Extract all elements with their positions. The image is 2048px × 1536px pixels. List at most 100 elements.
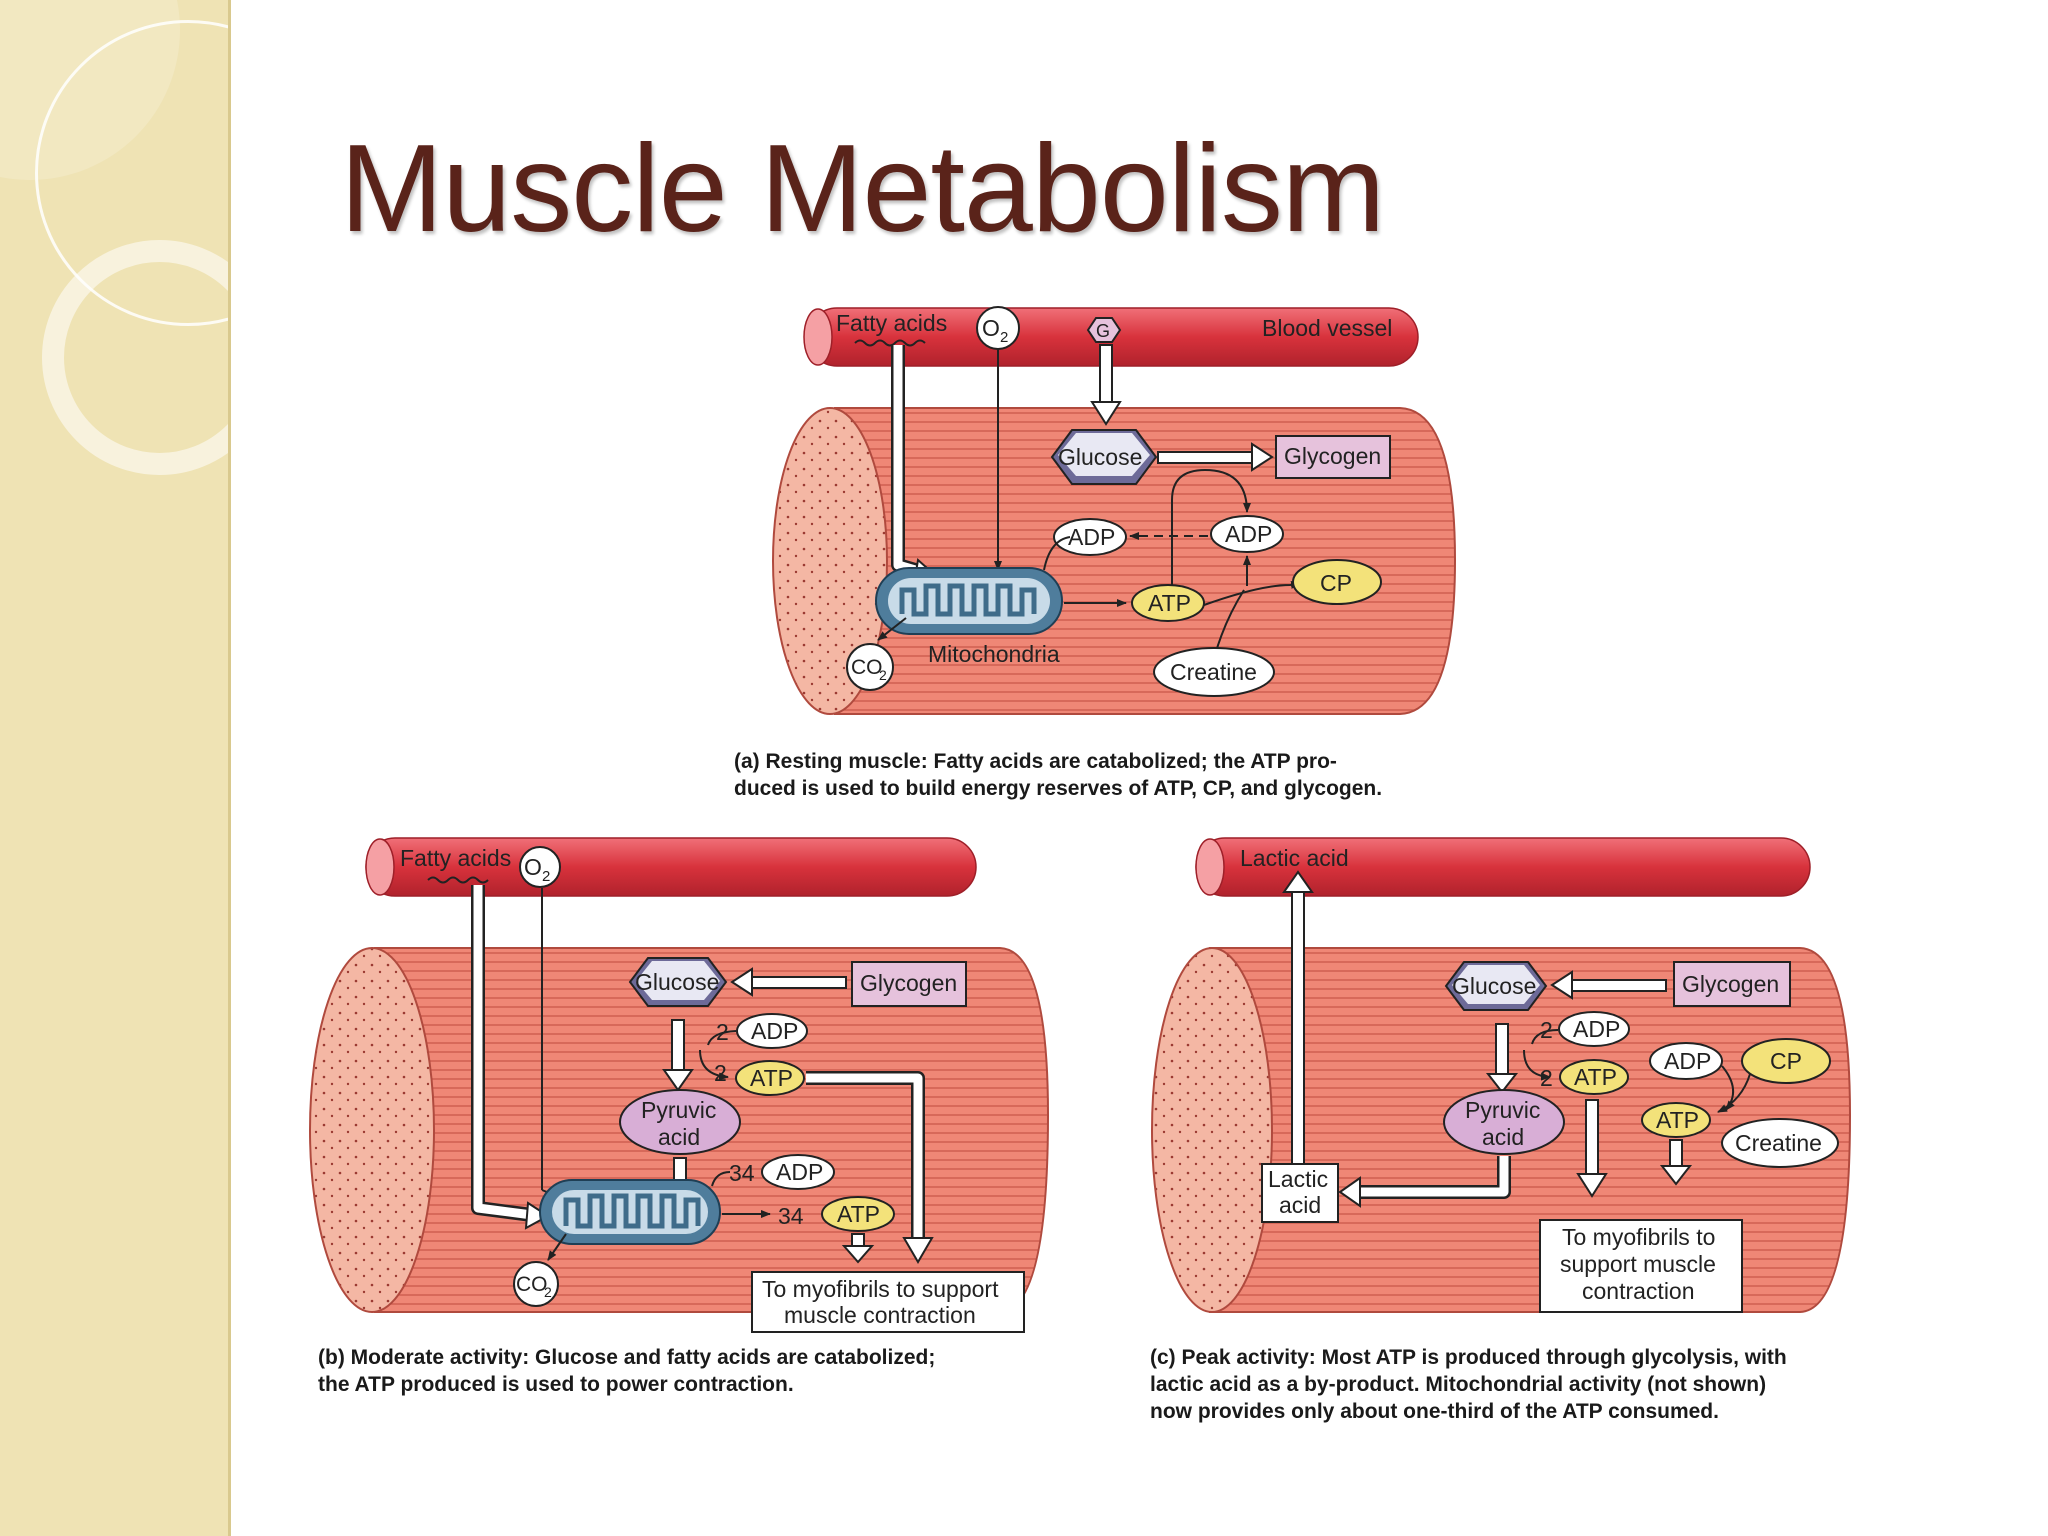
svg-text:ADP: ADP (751, 1018, 798, 1044)
o2-badge: O 2 (519, 846, 561, 888)
atp-node: ATP (1559, 1059, 1629, 1095)
svg-text:Glycogen: Glycogen (860, 970, 957, 996)
caption-b-line1: (b) Moderate activity: Glucose and fatty… (318, 1346, 935, 1369)
mitochondria-label: Mitochondria (928, 641, 1060, 667)
svg-text:To myofibrils to: To myofibrils to (1562, 1224, 1715, 1250)
svg-text:O: O (524, 854, 542, 880)
glucose-intake-arrow (1090, 344, 1122, 426)
svg-text:Glycogen: Glycogen (1284, 443, 1381, 469)
svg-text:ATP: ATP (1574, 1064, 1617, 1090)
svg-text:Glucose: Glucose (635, 969, 719, 995)
adp-count-34: 34 (729, 1160, 755, 1186)
svg-text:Glucose: Glucose (1452, 973, 1536, 999)
adp-node: ADP (1558, 1011, 1630, 1047)
caption-b-line2: the ATP produced is used to power contra… (318, 1373, 794, 1396)
glycogen-to-glucose-arrow (1550, 970, 1667, 1000)
svg-text:Lactic: Lactic (1268, 1166, 1328, 1192)
panel-b-moderate: Fatty acids O 2 Glucose (309, 837, 1050, 1396)
caption-c-line2: lactic acid as a by-product. Mitochondri… (1150, 1373, 1766, 1396)
blood-vessel-label: Blood vessel (1262, 315, 1392, 341)
g-hexagon: G (1086, 317, 1122, 343)
lactic-acid-label: Lactic acid (1240, 845, 1349, 871)
adp-count: 2 (1540, 1017, 1553, 1043)
co2-badge: CO 2 (513, 1261, 559, 1307)
atp-node: ATP (1131, 584, 1205, 622)
atp-node-right: ATP (1641, 1102, 1711, 1138)
glucose-to-glycogen-arrow (1157, 442, 1274, 472)
svg-text:O: O (982, 315, 1000, 341)
svg-text:acid: acid (1279, 1192, 1321, 1218)
svg-text:2: 2 (879, 667, 887, 683)
adp-node: ADP (736, 1013, 808, 1049)
cp-node: CP (1292, 559, 1382, 605)
glucose-to-pyruvic-arrow (1485, 1023, 1519, 1094)
svg-text:Pyruvic: Pyruvic (1465, 1097, 1540, 1123)
svg-text:Creatine: Creatine (1735, 1130, 1822, 1156)
svg-text:CP: CP (1770, 1048, 1802, 1074)
panel-c-peak: Lactic acid Lactic acid Glucose (1150, 837, 1852, 1423)
glucose-to-pyruvic-arrow (662, 1019, 694, 1092)
svg-text:ADP: ADP (776, 1159, 823, 1185)
atp-to-myofibrils-arrow (1576, 1099, 1608, 1198)
blood-vessel (365, 837, 977, 897)
adp-node-right: ADP (1210, 515, 1284, 553)
atp-to-glycogen-curve (1171, 468, 1251, 600)
svg-text:CP: CP (1320, 570, 1352, 596)
pyruvic-acid-node: Pyruvic acid (619, 1089, 741, 1155)
caption-c-line3: now provides only about one-third of the… (1150, 1400, 1719, 1423)
svg-text:To myofibrils to support: To myofibrils to support (762, 1276, 999, 1302)
adp-node-34: ADP (761, 1154, 835, 1190)
svg-text:CO: CO (851, 656, 883, 679)
caption-c-line1: (c) Peak activity: Most ATP is produced … (1150, 1346, 1787, 1369)
adp-to-mito-line (1043, 536, 1071, 571)
wavy-line-icon (854, 339, 926, 347)
myofibrils-box: To myofibrils to support muscle contract… (1539, 1219, 1743, 1313)
o2-badge: O 2 (976, 306, 1020, 350)
glycogen-node: Glycogen (851, 961, 967, 1007)
svg-text:Glucose: Glucose (1058, 444, 1142, 470)
svg-text:2: 2 (542, 868, 550, 885)
co2-badge: CO 2 (846, 643, 894, 691)
adp-node-left: ADP (1053, 518, 1127, 556)
adp-node-right: ADP (1649, 1042, 1723, 1080)
glycogen-node: Glycogen (1275, 435, 1391, 479)
adp-count: 2 (716, 1019, 729, 1045)
svg-text:2: 2 (544, 1284, 552, 1300)
svg-text:ATP: ATP (1656, 1107, 1699, 1133)
decorative-side-band (0, 0, 231, 1536)
svg-text:ADP: ADP (1068, 524, 1115, 550)
svg-text:Glycogen: Glycogen (1682, 971, 1779, 997)
caption-a-line1: (a) Resting muscle: Fatty acids are cata… (734, 750, 1337, 773)
atp-node: ATP (735, 1060, 805, 1096)
svg-text:ADP: ADP (1573, 1016, 1620, 1042)
svg-text:muscle contraction: muscle contraction (784, 1302, 976, 1328)
svg-text:support muscle: support muscle (1560, 1251, 1716, 1277)
glycogen-to-glucose-arrow (730, 967, 847, 997)
atp-count-34: 34 (778, 1203, 804, 1229)
svg-text:ATP: ATP (837, 1201, 880, 1227)
svg-text:CO: CO (516, 1273, 548, 1296)
muscle-fiber (772, 407, 1457, 715)
svg-text:ATP: ATP (750, 1065, 793, 1091)
atp-node-34: ATP (821, 1196, 895, 1232)
svg-text:G: G (1096, 321, 1110, 341)
panel-a-resting: Fatty acids O 2 G Blood vessel (734, 306, 1457, 800)
atp-down-arrow (1659, 1139, 1693, 1186)
svg-text:acid: acid (658, 1124, 700, 1150)
atp-count: 2 (1540, 1065, 1553, 1091)
caption-a-line2: duced is used to build energy reserves o… (734, 777, 1382, 800)
glucose-node: Glucose (628, 957, 728, 1007)
fatty-acids-label: Fatty acids (836, 310, 947, 336)
myofibrils-box: To myofibrils to support muscle contract… (751, 1271, 1025, 1333)
glycogen-node: Glycogen (1673, 961, 1791, 1007)
svg-text:Pyruvic: Pyruvic (641, 1097, 716, 1123)
creatine-node: Creatine (1153, 647, 1275, 697)
lactic-acid-up-arrow (1282, 870, 1314, 1165)
blood-vessel (1195, 837, 1811, 897)
atp-down-arrow (841, 1233, 875, 1264)
slide-title: Muscle Metabolism (340, 120, 1385, 258)
svg-text:acid: acid (1482, 1124, 1524, 1150)
svg-text:2: 2 (1000, 329, 1008, 346)
atp-to-cp-arrow (1203, 580, 1301, 606)
svg-text:ATP: ATP (1148, 590, 1191, 616)
